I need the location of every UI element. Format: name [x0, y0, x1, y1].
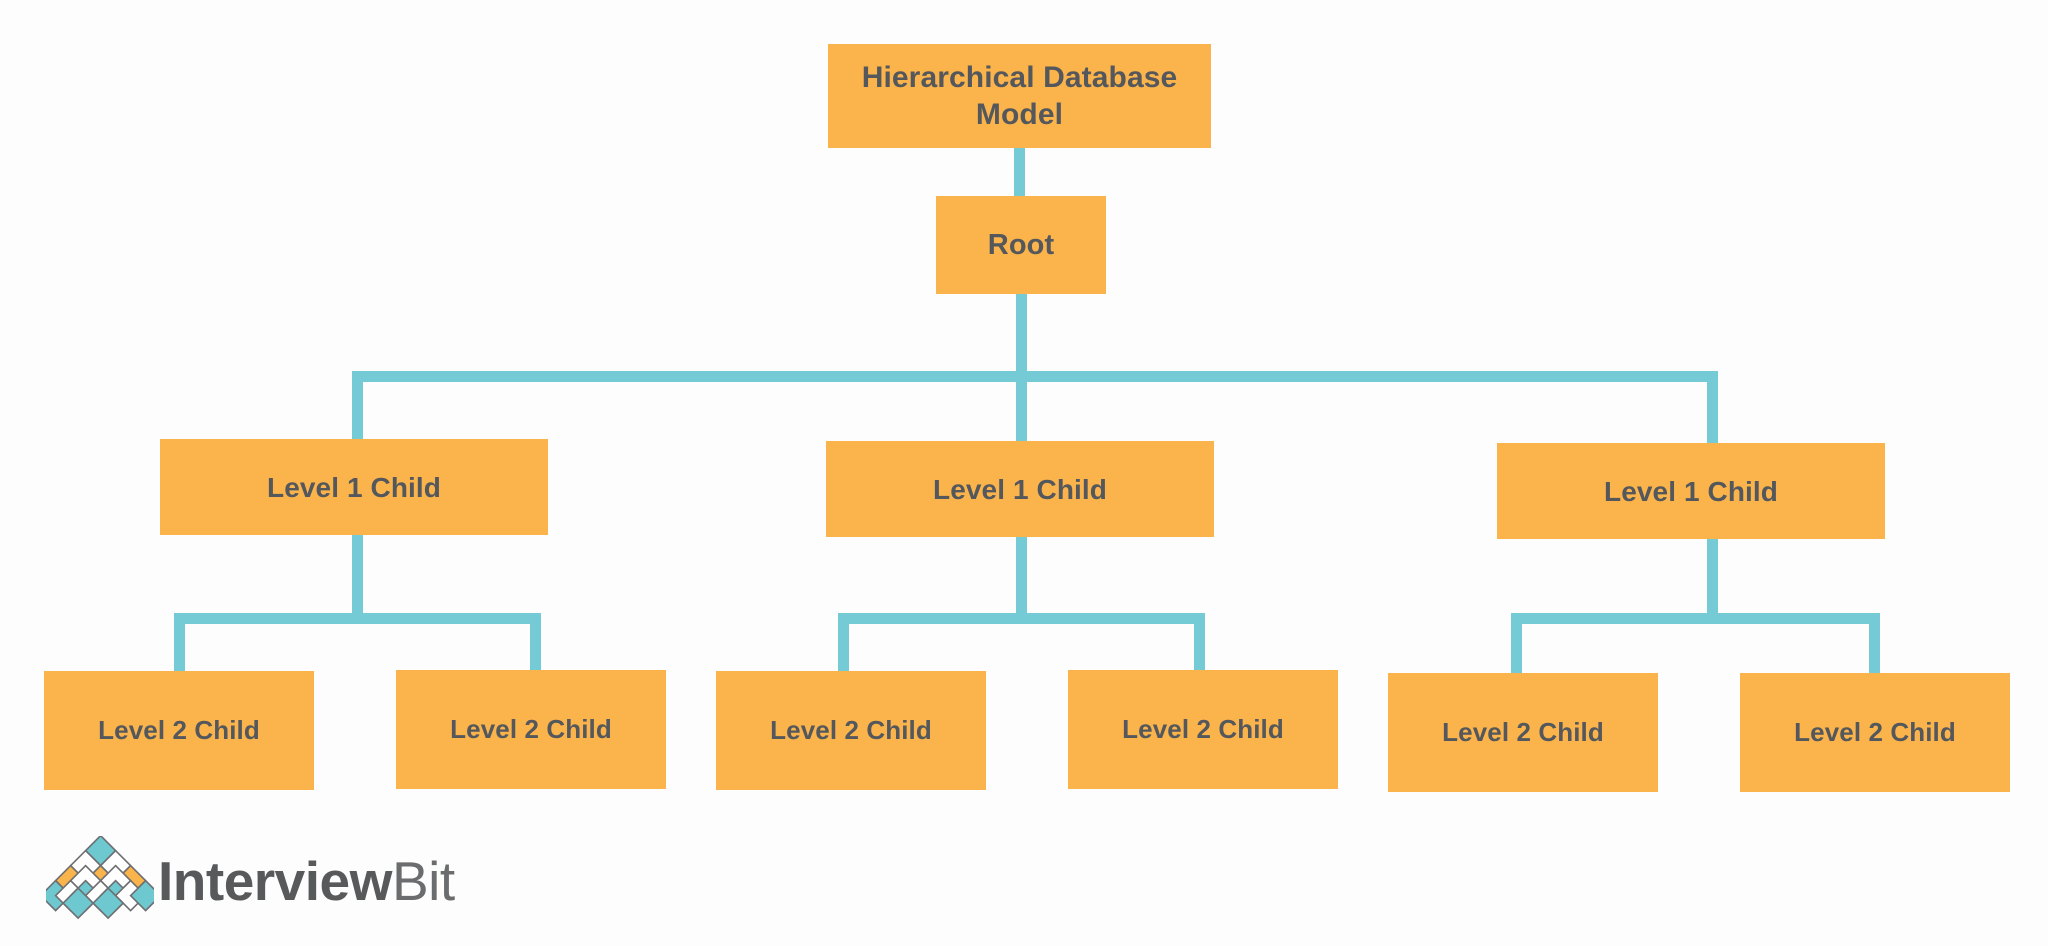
node-level1-3[interactable]: Level 1 Child: [1497, 443, 1885, 539]
node-level2-1[interactable]: Level 2 Child: [44, 671, 314, 790]
interviewbit-wordmark: InterviewBit: [158, 842, 455, 920]
connector-group1-drop-right: [530, 613, 541, 675]
connector-level1-drop-3: [1707, 371, 1718, 446]
node-level2-5[interactable]: Level 2 Child: [1388, 673, 1658, 792]
node-level2-3[interactable]: Level 2 Child: [716, 671, 986, 790]
node-level1-1[interactable]: Level 1 Child: [160, 439, 548, 535]
logo-text-interview: Interview: [158, 850, 392, 912]
node-level2-2[interactable]: Level 2 Child: [396, 670, 666, 789]
node-level1-2[interactable]: Level 1 Child: [826, 441, 1214, 537]
connector-level1-bus: [352, 371, 1718, 382]
connector-group2-drop-left: [838, 613, 849, 675]
connector-group2-drop-right: [1194, 613, 1205, 675]
connector-group1-stem: [352, 530, 363, 619]
connector-group1-drop-left: [174, 613, 185, 675]
connector-group1-bus: [174, 613, 541, 624]
node-level2-6[interactable]: Level 2 Child: [1740, 673, 2010, 792]
interviewbit-diamond-mark: [46, 836, 154, 920]
connector-group2-bus: [838, 613, 1205, 624]
node-title[interactable]: Hierarchical Database Model: [828, 44, 1211, 148]
logo-text-bit: Bit: [391, 850, 455, 912]
connector-title-to-root: [1014, 144, 1025, 198]
node-level2-4[interactable]: Level 2 Child: [1068, 670, 1338, 789]
connector-group3-stem: [1707, 534, 1718, 619]
connector-group3-drop-right: [1869, 613, 1880, 675]
connector-root-stem: [1016, 290, 1027, 374]
connector-group2-stem: [1016, 533, 1027, 619]
connector-level1-drop-1: [352, 371, 363, 443]
connector-group3-bus: [1511, 613, 1880, 624]
node-root[interactable]: Root: [936, 196, 1106, 294]
interviewbit-logo[interactable]: InterviewBit: [46, 832, 466, 930]
connector-group3-drop-left: [1511, 613, 1522, 675]
connector-level1-drop-2: [1016, 371, 1027, 443]
